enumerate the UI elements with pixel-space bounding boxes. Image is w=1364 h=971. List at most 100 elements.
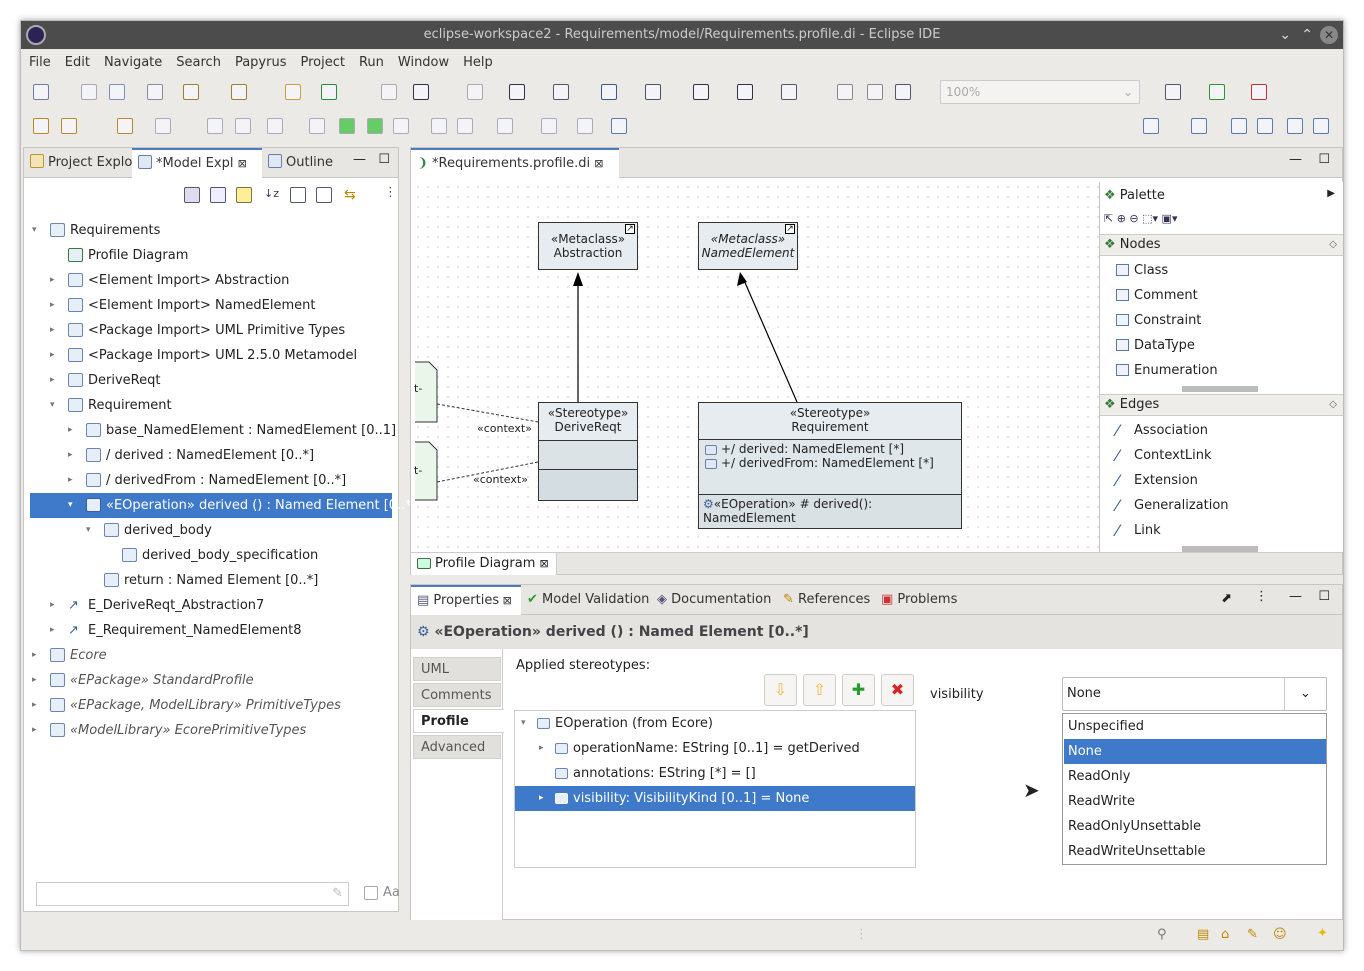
option-readwriteunsettable[interactable]: ReadWriteUnsettable bbox=[1068, 844, 1206, 859]
toolbar-1-icon-5[interactable] bbox=[231, 84, 247, 100]
tree-item[interactable]: ▸<Package Import> UML Primitive Types bbox=[30, 318, 392, 343]
tree-toggle-icon[interactable]: ▸ bbox=[50, 350, 55, 360]
tab-documentation[interactable]: ◈ Documentation bbox=[657, 592, 772, 607]
edges-drawer[interactable]: ❖ Edges◇ bbox=[1100, 394, 1343, 416]
palette-tools[interactable]: ⇱ ⊕ ⊖ ⬚▾ ▣▾ bbox=[1104, 212, 1178, 225]
toolbar-2-icon-16[interactable] bbox=[611, 118, 627, 134]
metaclass-namedelement[interactable]: «Metaclass» NamedElement ↗ bbox=[698, 222, 798, 270]
tree-item[interactable]: ▸↗E_DeriveReqt_Abstraction7 bbox=[30, 593, 392, 618]
toolbar-2-icon-17[interactable] bbox=[1143, 118, 1159, 134]
minimize-view-icon[interactable]: — bbox=[353, 152, 366, 167]
nodes-drawer[interactable]: ❖ Nodes◇ bbox=[1100, 234, 1343, 256]
tree-toggle-icon[interactable]: ▸ bbox=[68, 450, 73, 460]
toolbar-2-icon-3[interactable] bbox=[155, 118, 171, 134]
option-readonlyunsettable[interactable]: ReadOnlyUnsettable bbox=[1068, 819, 1201, 834]
palette-extension[interactable]: ⁄Extension bbox=[1116, 468, 1198, 493]
vtab-comments[interactable]: Comments bbox=[413, 683, 501, 707]
toolbar-2-icon-6[interactable] bbox=[267, 118, 283, 134]
tree-toggle-icon[interactable]: ▸ bbox=[50, 375, 55, 385]
add-stereotype-button[interactable]: ✚ bbox=[842, 674, 875, 706]
tree-toggle-icon[interactable]: ▸ bbox=[32, 725, 37, 735]
stereotype-tree-item[interactable]: annotations: EString [*] = [] bbox=[515, 761, 915, 786]
maximize-icon[interactable]: ⌃ bbox=[1301, 27, 1313, 43]
toolbar-2-icon-9[interactable] bbox=[367, 118, 383, 134]
toolbar-2-icon-0[interactable] bbox=[33, 118, 49, 134]
zoom-combo[interactable]: 100%⌄ bbox=[940, 80, 1140, 104]
toolbar-1-icon-11[interactable] bbox=[509, 84, 525, 100]
tab-problems[interactable]: ▣ Problems bbox=[881, 592, 958, 607]
toolbar-1-icon-13[interactable] bbox=[601, 84, 617, 100]
tree-toggle-icon[interactable]: ▸ bbox=[50, 300, 55, 310]
toolbar-1-icon-15[interactable] bbox=[693, 84, 709, 100]
toolbar-2-icon-15[interactable] bbox=[577, 118, 593, 134]
toolbar-1-icon-8[interactable] bbox=[381, 84, 397, 100]
menu-window[interactable]: Window bbox=[397, 54, 450, 70]
toolbar-2-icon-22[interactable] bbox=[1313, 118, 1329, 134]
toolbar-1-icon-0[interactable] bbox=[33, 84, 49, 100]
tree-item[interactable]: ▸Ecore bbox=[30, 643, 392, 668]
remove-stereotype-button[interactable]: ✖ bbox=[881, 674, 914, 706]
toolbar-2-icon-4[interactable] bbox=[207, 118, 223, 134]
palette-constraint[interactable]: Constraint bbox=[1116, 308, 1201, 333]
palette-class[interactable]: Class bbox=[1116, 258, 1168, 283]
palette-datatype[interactable]: DataType bbox=[1116, 333, 1195, 358]
toolbar-2-icon-10[interactable] bbox=[393, 118, 409, 134]
stereotype-derivereqt[interactable]: «Stereotype» DeriveReqt bbox=[538, 402, 638, 501]
toolbar-2-icon-11[interactable] bbox=[431, 118, 447, 134]
filter-icon[interactable] bbox=[236, 187, 252, 203]
list-icon[interactable] bbox=[184, 187, 200, 203]
view-menu-icon[interactable]: ⋮ bbox=[384, 185, 397, 200]
stereotype-tree-item[interactable]: ▸visibility: VisibilityKind [0..1] = Non… bbox=[515, 786, 915, 811]
menu-file[interactable]: File bbox=[29, 54, 51, 70]
toolbar-1-icon-2[interactable] bbox=[109, 84, 125, 100]
tree-toggle-icon[interactable]: ▸ bbox=[50, 275, 55, 285]
tree-toggle-icon[interactable]: ▸ bbox=[68, 475, 73, 485]
move-down-button[interactable]: ⇩ bbox=[764, 674, 797, 706]
menu-search[interactable]: Search bbox=[176, 54, 221, 70]
maximize-view-icon[interactable]: ☐ bbox=[1318, 589, 1330, 604]
tab-references[interactable]: ✎ References bbox=[783, 592, 871, 607]
toolbar-2-icon-18[interactable] bbox=[1191, 118, 1207, 134]
minimize-icon[interactable]: ⌄ bbox=[1279, 27, 1291, 43]
tab-outline[interactable]: Outline bbox=[262, 148, 342, 178]
palette-comment[interactable]: Comment bbox=[1116, 283, 1198, 308]
status-icon-2[interactable]: ▤ bbox=[1197, 927, 1210, 942]
collapse-all-icon[interactable] bbox=[316, 187, 332, 203]
palette-generalization[interactable]: ⁄Generalization bbox=[1116, 493, 1229, 518]
clear-icon[interactable]: ✎ bbox=[332, 886, 343, 901]
minimize-editor-icon[interactable]: — bbox=[1289, 152, 1302, 167]
toolbar-2-icon-1[interactable] bbox=[61, 118, 77, 134]
menu-papyrus[interactable]: Papyrus bbox=[234, 54, 287, 70]
palette-collapse-icon[interactable]: ▶ bbox=[1327, 188, 1335, 199]
tree-item[interactable]: ▸DeriveReqt bbox=[30, 368, 392, 393]
tree-toggle-icon[interactable]: ▸ bbox=[32, 700, 37, 710]
tree-toggle-icon[interactable]: ▸ bbox=[32, 675, 37, 685]
toolbar-1-icon-19[interactable] bbox=[867, 84, 883, 100]
metaclass-abstraction[interactable]: «Metaclass» Abstraction ↗ bbox=[538, 222, 638, 270]
option-readonly[interactable]: ReadOnly bbox=[1068, 769, 1131, 784]
attribute-derivedfrom[interactable]: +/ derivedFrom: NamedElement [*] bbox=[721, 456, 934, 470]
stereotype-tree-item[interactable]: ▸operationName: EString [0..1] = getDeri… bbox=[515, 736, 915, 761]
tree-item[interactable]: return : Named Element [0..*] bbox=[30, 568, 392, 593]
tree-item[interactable]: ▸↗E_Requirement_NamedElement8 bbox=[30, 618, 392, 643]
diagram-canvas[interactable]: t- t- «context» «context» «Metaclass» Ab… bbox=[413, 182, 1099, 552]
toolbar-1-icon-9[interactable] bbox=[413, 84, 429, 100]
tree-item[interactable]: ▸<Element Import> Abstraction bbox=[30, 268, 392, 293]
tab-profile-diagram[interactable]: Profile Diagram ⊠ bbox=[411, 553, 557, 575]
stereotype-tree-item[interactable]: ▾EOperation (from Ecore) bbox=[515, 711, 915, 736]
operation-derived[interactable]: «EOperation» # derived(): NamedElement bbox=[703, 497, 873, 525]
status-icon-3[interactable]: ⌂ bbox=[1221, 927, 1230, 942]
option-readwrite[interactable]: ReadWrite bbox=[1068, 794, 1135, 809]
option-unspecified[interactable]: Unspecified bbox=[1068, 719, 1144, 734]
palette-contextlink[interactable]: ⁄ContextLink bbox=[1116, 443, 1212, 468]
pin-icon[interactable]: ⬈ bbox=[1221, 591, 1232, 606]
tree-item[interactable]: ▸<Package Import> UML 2.5.0 Metamodel bbox=[30, 343, 392, 368]
toolbar-1-icon-23[interactable] bbox=[1251, 84, 1267, 100]
toolbar-2-icon-13[interactable] bbox=[497, 118, 513, 134]
move-up-button[interactable]: ⇧ bbox=[803, 674, 836, 706]
tree-item[interactable]: ▾Requirement bbox=[30, 393, 392, 418]
tree-item[interactable]: ▸base_NamedElement : NamedElement [0..1] bbox=[30, 418, 396, 443]
maximize-view-icon[interactable]: ☐ bbox=[378, 152, 390, 167]
toolbar-2-icon-21[interactable] bbox=[1287, 118, 1303, 134]
palette-association[interactable]: ⁄Association bbox=[1116, 418, 1208, 443]
